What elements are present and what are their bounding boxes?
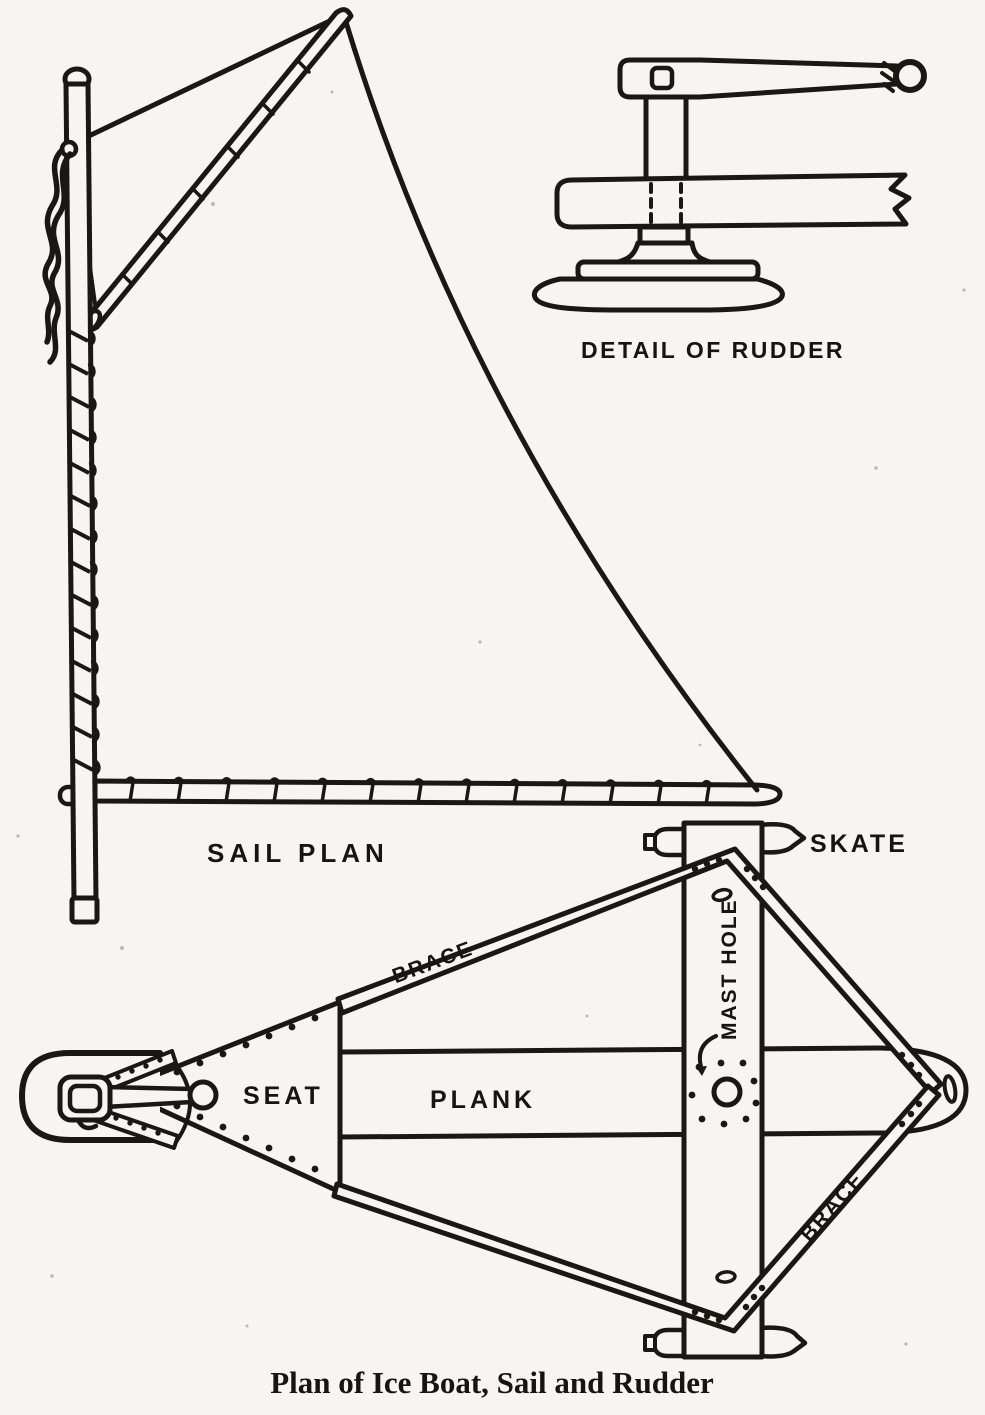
sail-plan-drawing: SAIL PLAN bbox=[42, 7, 783, 925]
rudder-shoe bbox=[532, 276, 785, 313]
skate-top-right bbox=[757, 822, 807, 855]
skates bbox=[643, 822, 808, 1359]
figure-caption: Plan of Ice Boat, Sail and Rudder bbox=[270, 1365, 714, 1400]
halyard-line bbox=[67, 15, 339, 148]
skate-label: SKATE bbox=[810, 830, 908, 858]
brace-rivet-dots bbox=[691, 856, 923, 1324]
seat-label: SEAT bbox=[243, 1082, 324, 1110]
tiller-brace-dots bbox=[113, 1057, 163, 1136]
rudder-tiller bbox=[617, 57, 927, 100]
tiller-bolt-hole bbox=[649, 65, 675, 91]
mast bbox=[59, 66, 101, 925]
runner-plank-hole-bottom bbox=[715, 1270, 737, 1284]
rudder-base bbox=[532, 224, 785, 313]
rudder-detail-drawing: DETAIL OF RUDDER bbox=[532, 57, 927, 363]
hidden-post-lines bbox=[649, 182, 683, 228]
tiller-shaft bbox=[102, 1084, 195, 1110]
tiller-ring-lashing bbox=[880, 61, 898, 93]
mast-hole-arrow bbox=[697, 1034, 718, 1072]
bow-hole bbox=[942, 1074, 958, 1104]
plan-view-drawing: SKATE BRACE BRACE SEAT PLANK MAST HOLE bbox=[19, 820, 969, 1360]
mast-hole-label: MAST HOLE bbox=[718, 898, 741, 1040]
sail-plan-label: SAIL PLAN bbox=[207, 838, 389, 868]
halyard-rope-squiggle bbox=[42, 147, 73, 365]
seat-rivet-dots bbox=[150, 1014, 319, 1173]
brace-lower bbox=[331, 1083, 942, 1334]
mast-hole-detail bbox=[688, 1034, 760, 1128]
tiller-handle bbox=[57, 1074, 113, 1123]
sail-leech-curve bbox=[343, 19, 760, 793]
stern-outline bbox=[19, 1050, 163, 1143]
rudder-post-top bbox=[187, 1079, 219, 1111]
skate-top-left-tab bbox=[643, 833, 657, 851]
runner-plank-hole-top bbox=[711, 887, 733, 903]
rudder-plank bbox=[554, 172, 912, 230]
rudder-detail-label: DETAIL OF RUDDER bbox=[581, 337, 845, 363]
stern-assembly bbox=[19, 1049, 219, 1150]
mast-hole-arrowhead bbox=[696, 1066, 707, 1076]
scan-speckles bbox=[16, 90, 966, 1346]
seat-frame bbox=[115, 999, 343, 1195]
skate-bottom-right bbox=[757, 1325, 808, 1359]
skate-bottom-left-tab bbox=[643, 1334, 657, 1352]
plank-label: PLANK bbox=[430, 1086, 536, 1114]
boom-spar bbox=[57, 776, 783, 807]
mast-hole bbox=[711, 1076, 743, 1108]
